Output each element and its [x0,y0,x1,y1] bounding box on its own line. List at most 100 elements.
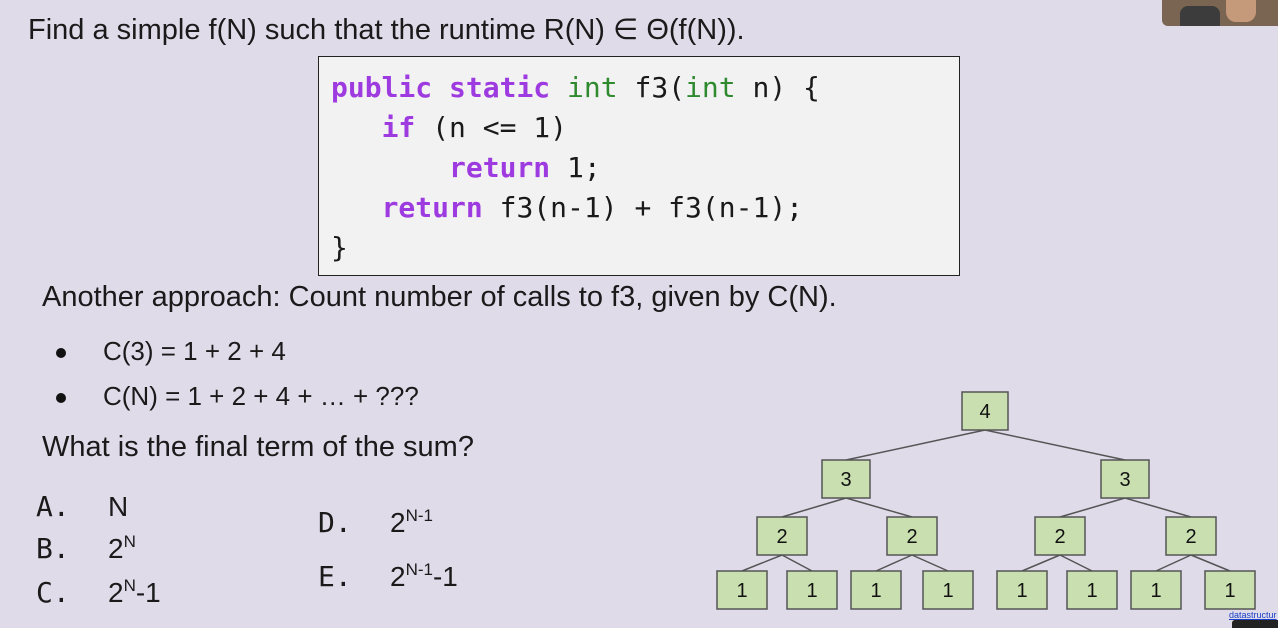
tree-node-box [821,459,871,499]
code-line-2: if (n <= 1) [331,111,567,144]
tree-node-level-3: 2 [1165,516,1217,556]
code-keyword: return [449,151,551,184]
tree-edge [875,554,913,572]
tree-node-box [1100,459,1150,499]
bullet-item: C(N) = 1 + 2 + 4 + … + ??? [56,381,419,412]
tree-node-box [756,516,808,556]
tree-node-label: 1 [870,580,881,602]
tree-node-label: 3 [1119,469,1130,491]
webcam-shirt [1180,6,1220,26]
tree-node-box [1034,516,1086,556]
code-keyword: static [449,71,551,104]
tree-edge [845,497,913,518]
tree-node-level-3: 2 [886,516,938,556]
choice-suffix: -1 [432,561,458,592]
bullet-text: C(3) = 1 + 2 + 4 [103,336,286,366]
code-text: (n <= 1) [432,111,568,144]
choice-exponent: N-1 [405,506,433,525]
tree-node-box [922,570,974,610]
choice-c: C. 2N-1 [36,576,161,609]
tree-node-label: 1 [1224,580,1235,602]
tree-node-level-4: 1 [716,570,768,610]
approach-text: Another approach: Count number of calls … [42,281,837,313]
tree-node-level-1: 4 [961,391,1009,431]
bullet-icon [56,393,66,404]
choice-b: B. 2N [36,532,136,565]
tree-edge [911,554,949,572]
choice-letter: E. [318,560,352,593]
tree-node-label: 2 [906,526,917,548]
tree-node-level-4: 1 [922,570,974,610]
tree-edge [1124,497,1192,518]
choice-base: 2 [108,533,124,564]
tree-edge [1059,554,1093,572]
tree-edge [1021,554,1061,572]
tree-node-label: 1 [942,580,953,602]
tree-edge [1059,497,1126,518]
tree-edge [781,554,813,572]
code-block: public static int f3(int n) { if (n <= 1… [318,56,960,276]
choice-exponent: N [123,576,136,595]
slide-title: Find a simple f(N) such that the runtime… [28,14,745,46]
tree-edge [845,429,986,461]
choice-letter: A. [36,490,70,523]
code-method-name: f3( [634,71,686,104]
tree-node-level-4: 1 [1204,570,1256,610]
presenter-webcam [1162,0,1278,26]
tree-node-label: 3 [840,469,851,491]
question-text: What is the final term of the sum? [42,431,474,463]
choice-d: D.2N-1 [318,506,433,539]
tree-node-label: 2 [1185,526,1196,548]
code-text: n) { [752,71,820,104]
choice-base: 2 [390,507,406,538]
tree-node-box [1130,570,1182,610]
tree-node-box [1204,570,1256,610]
choice-suffix: -1 [135,577,161,608]
choice-exponent: N-1 [405,560,433,579]
code-type: int [567,71,618,104]
choice-base: 2 [108,577,124,608]
webcam-face [1226,0,1256,22]
code-keyword: return [381,191,483,224]
choice-exponent: N [123,532,136,551]
tree-node-level-4: 1 [850,570,902,610]
tree-node-label: 1 [1016,580,1027,602]
tree-node-box [961,391,1009,431]
tree-node-label: 2 [1054,526,1065,548]
code-line-4: return f3(n-1) + f3(n-1); [331,191,803,224]
tree-node-box [716,570,768,610]
code-text: 1; [567,151,601,184]
tree-node-level-2: 3 [1100,459,1150,499]
tree-edge [781,497,847,518]
tree-edge [741,554,783,572]
choice-letter: B. [36,532,70,565]
code-line-1: public static int f3(int n) { [331,71,820,104]
choice-base: 2 [390,561,406,592]
cc-license-icon [1232,620,1278,628]
watermark-link[interactable]: datastructur [1229,610,1277,620]
code-text: f3(n-1) + f3(n-1); [499,191,804,224]
tree-node-level-3: 2 [756,516,808,556]
choice-letter: C. [36,576,70,609]
tree-node-box [850,570,902,610]
tree-edge [984,429,1126,461]
tree-node-box [1066,570,1118,610]
tree-node-box [786,570,838,610]
tree-edge [1190,554,1231,572]
tree-node-level-3: 2 [1034,516,1086,556]
tree-node-box [1165,516,1217,556]
choice-a: A. N [36,490,128,523]
tree-node-box [996,570,1048,610]
bullet-text: C(N) = 1 + 2 + 4 + … + ??? [103,381,419,411]
tree-node-level-4: 1 [786,570,838,610]
tree-node-label: 2 [776,526,787,548]
tree-node-label: 4 [979,401,990,423]
bullet-icon [56,348,66,359]
tree-node-label: 1 [1150,580,1161,602]
bullet-item: C(3) = 1 + 2 + 4 [56,336,286,367]
choice-e: E. 2N-1-1 [318,560,458,593]
tree-node-level-4: 1 [996,570,1048,610]
choice-base: N [108,491,129,522]
code-keyword: if [381,111,416,144]
